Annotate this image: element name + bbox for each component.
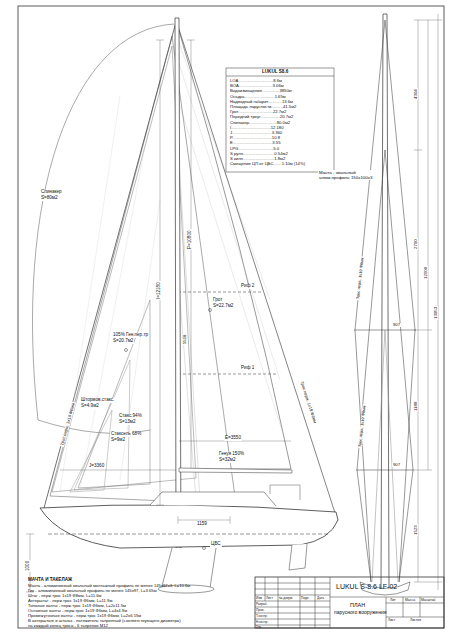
- rigging-label: Трос нерж. 1х19 Ф8мм: [60, 402, 76, 447]
- dimension-label: 1159: [196, 522, 208, 527]
- table-row: J..................................3.360: [230, 131, 282, 135]
- dimension-label: 13953: [434, 306, 438, 320]
- mast-note: Мачта - овальный алюм.профиль 150х100х3: [318, 170, 380, 180]
- title-cell: Подп.: [301, 597, 309, 600]
- sail-name: 105% Ген.пер.тр: [112, 333, 149, 338]
- table-row: Передний треуг.................20.7м2: [230, 115, 293, 119]
- drawing-title: парусного вооружения: [334, 610, 386, 615]
- rigging-label: Трос нерж. 1х19 Ф6мм: [299, 380, 317, 425]
- dimension-label: 907: [392, 323, 401, 327]
- table-row: Смещение ЦП от ЦБС.......1.10м (14%): [230, 162, 305, 166]
- dimension-label: 1523: [414, 524, 418, 536]
- note-line: Ахтерштаг - нерж.трос 1х19 Ф6мм, L=11.9м: [28, 599, 112, 603]
- table-row: LPG..............................5.0: [230, 147, 279, 151]
- rigging-label: Трос нерж. 1х19 Ф6мм: [358, 404, 367, 448]
- table-row: Водоизмещение...............3850кг: [230, 89, 292, 93]
- table-row: E..................................3.55: [230, 141, 281, 145]
- sail-area: S=9м2: [110, 438, 126, 443]
- sail-name: Стакс.94%: [118, 414, 143, 419]
- point-label: ЦБС: [210, 542, 222, 547]
- dimension-label: E=3550: [224, 436, 242, 441]
- reef-label: Риф 2: [240, 284, 255, 289]
- dimension-label: J=3360: [88, 464, 105, 469]
- note-line: Промежуточные ванты - нерж.трос 1х19 Ф6м…: [28, 614, 141, 618]
- sail-area: S=22.7м2: [212, 304, 234, 309]
- table-row: Грот..............................22.7м2: [230, 110, 286, 114]
- dimension-label: 12000: [424, 266, 428, 280]
- title-cell: Пров.: [256, 609, 264, 612]
- sail-name: Генуя 150%: [218, 452, 245, 457]
- notes-heading: МАЧТА И ТАКЕЛАЖ: [28, 578, 72, 583]
- table-row: Спинакер........................80.0м2: [230, 121, 290, 125]
- title-cell: Масштаб: [421, 599, 436, 602]
- title-cell: № докум.: [279, 597, 293, 600]
- dimension-label: 1188: [414, 401, 418, 412]
- dimension-label: 4304: [414, 88, 418, 100]
- title-cell: Т.контр.: [256, 615, 268, 618]
- title-cell: Лист: [388, 619, 395, 622]
- title-cell: Н.контр.: [256, 621, 268, 624]
- dimension-label: 907: [392, 463, 401, 467]
- title-cell: Изм: [256, 597, 262, 600]
- title-cell: Лит: [390, 599, 396, 602]
- table-row: I..................................12.18…: [230, 126, 284, 130]
- note-line: на каждый конец троса - 6 талрепов М12: [28, 624, 108, 628]
- note-line: Топовые ванты - нерж.трос 1х19 Ф6мм, L=2…: [28, 604, 126, 608]
- sail-name: Спинакер: [40, 190, 63, 195]
- table-row: Площадь парусности..........41.5м2: [230, 105, 296, 109]
- sail-area: S=13м2: [118, 420, 137, 425]
- table-row: S киля...........................1.8м2: [230, 157, 285, 161]
- table-heading: LUKUL S8.6: [262, 70, 288, 75]
- dimension-label: I=12180: [157, 281, 162, 300]
- dimension-label: 2790: [414, 238, 418, 250]
- title-cell: Дата: [317, 597, 324, 600]
- table-row: P..................................10.8: [230, 136, 280, 140]
- drawing-code: LUKUL S-8.6 LF-02: [336, 583, 397, 590]
- title-cell: Масса: [405, 599, 415, 602]
- dimension-label: P=10800: [188, 229, 193, 250]
- sail-name: Стаксель 68%: [110, 432, 142, 437]
- dimension-label: 1000: [26, 560, 31, 572]
- table-row: Надводный габарит............13.6м: [230, 100, 293, 104]
- rigging-label: Трос нерж. 1х19 Ф6мм: [356, 256, 365, 300]
- note-line: Основные ванты - нерж.трос 1х19 Ф6мм, L=…: [28, 609, 127, 613]
- drawing-title: ПЛАН: [350, 603, 365, 609]
- title-cell: Разраб.: [256, 603, 267, 606]
- sail-area: S=20.7м2: [112, 339, 134, 344]
- sail-area: S=80м2: [40, 196, 59, 201]
- title-cell: Лист: [266, 597, 273, 600]
- sail-area: S=32м2: [218, 458, 237, 463]
- note-line: В ахтерштаге и штагах - натяжитель талре…: [28, 619, 181, 623]
- reef-label: Риф 1: [240, 366, 255, 371]
- title-cell: Листов: [410, 619, 421, 622]
- dimension-label: 5518: [183, 334, 187, 345]
- sail-area: S=4.9м2: [80, 404, 100, 409]
- table-row: S руля...........................0.54м2: [230, 152, 288, 156]
- table-row: LOA..............................8.6м: [230, 79, 282, 83]
- note-line: Мачта - алюминиевый овальный монтажный п…: [28, 584, 190, 588]
- note-line: Штаг - нерж.трос 1х19 Ф8мм, L=11.6м: [28, 594, 101, 598]
- title-cell: Утв.: [256, 626, 262, 629]
- sail-name: Штормов.стакс.: [80, 398, 115, 403]
- table-row: Осадка..........................1.65м: [230, 95, 286, 99]
- table-row: BOA.............................3.06м: [230, 84, 284, 88]
- note-line: Гик - алюминиевый овальный профиль не ме…: [28, 589, 157, 593]
- sail-name: Грот: [212, 298, 223, 303]
